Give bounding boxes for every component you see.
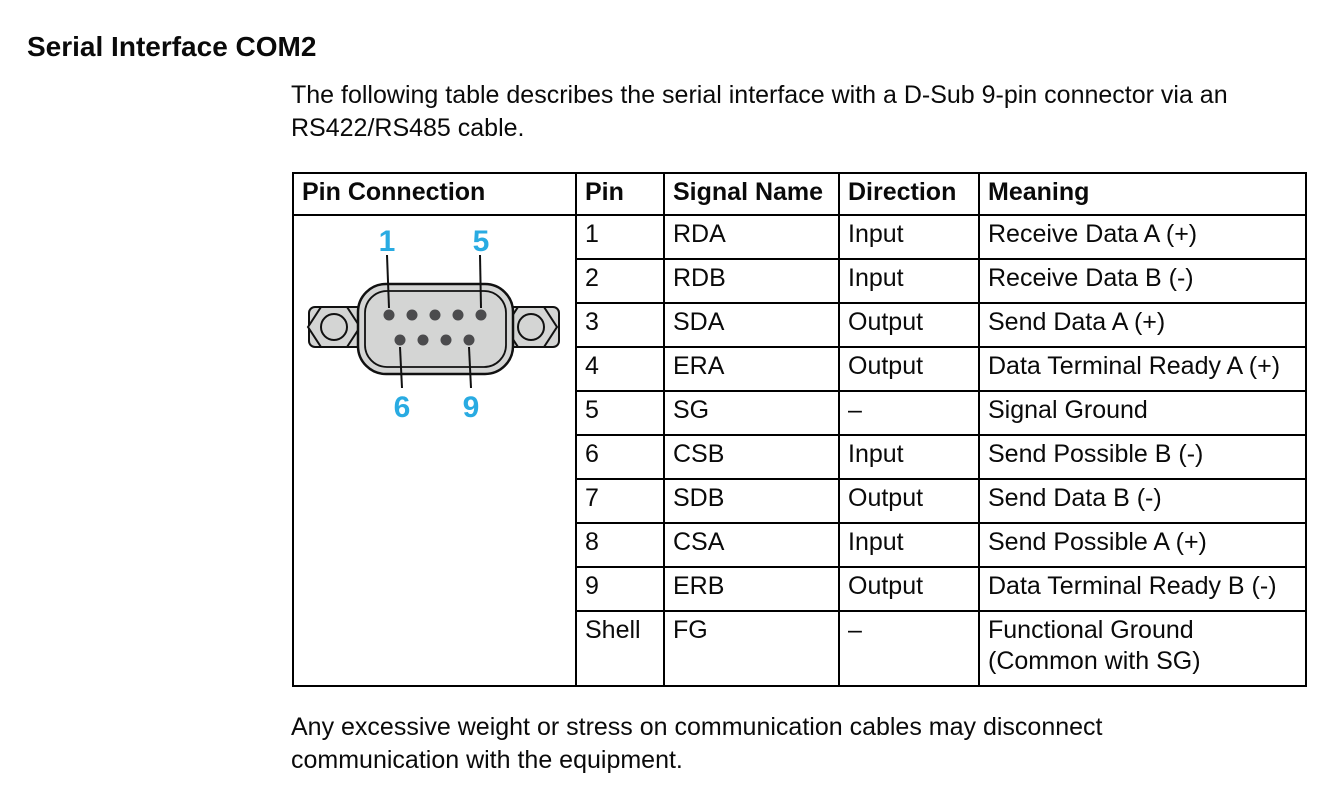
table-row: Shell FG – Functional Ground (Common wit… <box>293 610 1307 687</box>
connector-shell-inner-line <box>364 290 507 368</box>
direction-cell: – <box>838 610 980 687</box>
meaning-cell: Receive Data B (-) <box>978 258 1307 304</box>
table-row: 7 SDB Output Send Data B (-) <box>293 478 1307 524</box>
table-row: 5 SG – Signal Ground <box>293 390 1307 436</box>
signal-cell: RDA <box>663 214 840 260</box>
direction-cell: Output <box>838 566 980 612</box>
header-pin-connection: Pin Connection <box>292 172 577 216</box>
left-screw-hole-icon <box>320 313 348 341</box>
pin-cell: 1 <box>575 214 665 260</box>
pin-dot <box>440 334 452 346</box>
pin-cell: 7 <box>575 478 665 524</box>
note-paragraph: Any excessive weight or stress on commun… <box>291 713 1103 774</box>
meaning-cell: Receive Data A (+) <box>978 214 1307 260</box>
pin-label-5: 5 <box>473 225 490 258</box>
signal-cell: FG <box>663 610 840 687</box>
meaning-cell: Data Terminal Ready A (+) <box>978 346 1307 392</box>
pin-dot <box>383 309 395 321</box>
direction-cell: Input <box>838 214 980 260</box>
pin-connection-diagram-cell: 1 5 6 9 <box>292 214 577 687</box>
header-signal-name: Signal Name <box>663 172 840 216</box>
signal-cell: SDB <box>663 478 840 524</box>
meaning-cell: Functional Ground (Common with SG) <box>978 610 1307 687</box>
pin-cell: 9 <box>575 566 665 612</box>
meaning-cell: Send Data A (+) <box>978 302 1307 348</box>
connector-shell <box>356 282 515 376</box>
direction-cell: Output <box>838 478 980 524</box>
signal-cell: ERA <box>663 346 840 392</box>
signal-cell: CSA <box>663 522 840 568</box>
meaning-cell: Send Data B (-) <box>978 478 1307 524</box>
table-header-row: Pin Connection Pin Signal Name Direction… <box>292 172 1307 216</box>
pin-table: Pin Connection Pin Signal Name Direction… <box>292 172 1307 687</box>
direction-cell: – <box>838 390 980 436</box>
table-row: 6 CSB Input Send Possible B (-) <box>293 434 1307 480</box>
right-screw-hole-icon <box>517 313 545 341</box>
pin-dot <box>463 334 475 346</box>
table-row: 8 CSA Input Send Possible A (+) <box>293 522 1307 568</box>
signal-cell: ERB <box>663 566 840 612</box>
meaning-cell: Send Possible B (-) <box>978 434 1307 480</box>
pin-dot <box>452 309 464 321</box>
pin-dot <box>417 334 429 346</box>
pin-cell: 8 <box>575 522 665 568</box>
pin-dots-top-row <box>383 309 487 321</box>
pin-label-9: 9 <box>463 391 480 424</box>
meaning-cell: Send Possible A (+) <box>978 522 1307 568</box>
direction-cell: Output <box>838 346 980 392</box>
d-sub-9-pin-connector-diagram: 1 5 6 9 <box>306 225 560 424</box>
leader-lines <box>386 254 482 389</box>
pin-cell: 3 <box>575 302 665 348</box>
header-pin: Pin <box>575 172 665 216</box>
page-title: Serial Interface COM2 <box>27 31 317 62</box>
pin-dot <box>429 309 441 321</box>
pin-cell: Shell <box>575 610 665 687</box>
direction-cell: Output <box>838 302 980 348</box>
pin-dot <box>475 309 487 321</box>
pin-dot <box>394 334 406 346</box>
header-direction: Direction <box>838 172 980 216</box>
header-meaning: Meaning <box>978 172 1307 216</box>
intro-paragraph: The following table describes the serial… <box>291 81 1228 142</box>
table-row: 1 5 6 9 1 RDA Input Receive Data A (+) <box>292 214 1307 687</box>
pin-cell: 2 <box>575 258 665 304</box>
direction-cell: Input <box>838 434 980 480</box>
pin-dots-bottom-row <box>394 334 475 346</box>
pin-cell: 6 <box>575 434 665 480</box>
signal-cell: RDB <box>663 258 840 304</box>
direction-cell: Input <box>838 522 980 568</box>
table-row: 2 RDB Input Receive Data B (-) <box>293 258 1307 304</box>
signal-cell: SDA <box>663 302 840 348</box>
pin-label-6: 6 <box>394 391 411 424</box>
pin-dot <box>406 309 418 321</box>
meaning-cell: Signal Ground <box>978 390 1307 436</box>
table-row: 4 ERA Output Data Terminal Ready A (+) <box>293 346 1307 392</box>
signal-cell: SG <box>663 390 840 436</box>
pin-cell: 5 <box>575 390 665 436</box>
table-row: 3 SDA Output Send Data A (+) <box>293 302 1307 348</box>
table-row: 9 ERB Output Data Terminal Ready B (-) <box>293 566 1307 612</box>
meaning-cell: Data Terminal Ready B (-) <box>978 566 1307 612</box>
direction-cell: Input <box>838 258 980 304</box>
pin-label-1: 1 <box>379 225 396 258</box>
pin-number-labels: 1 5 6 9 <box>379 225 490 424</box>
pin-cell: 4 <box>575 346 665 392</box>
signal-cell: CSB <box>663 434 840 480</box>
